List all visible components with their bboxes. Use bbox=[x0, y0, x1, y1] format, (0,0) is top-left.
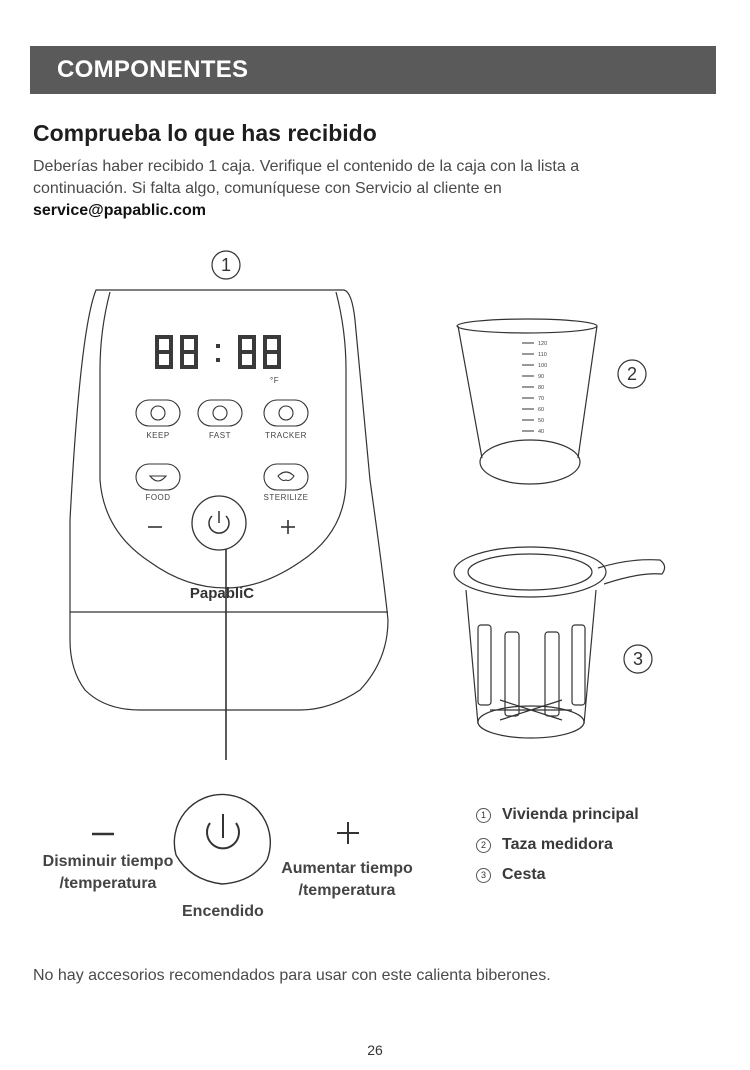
tracker-label: TRACKER bbox=[265, 431, 307, 440]
decrease-line-2: /temperatura bbox=[59, 875, 157, 892]
intro-line-1: Deberías haber recibido 1 caja. Verifiqu… bbox=[33, 158, 580, 175]
page-number: 26 bbox=[367, 1042, 383, 1058]
legend-item: 1 Vivienda principal bbox=[476, 800, 639, 830]
scale-mark: 120 bbox=[538, 341, 547, 347]
components-legend: 1 Vivienda principal 2 Taza medidora 3 C… bbox=[476, 800, 639, 890]
page-heading: Comprueba lo que has recibido bbox=[33, 120, 377, 146]
sterilize-label: STERILIZE bbox=[264, 493, 309, 502]
thermometer-icon bbox=[150, 405, 166, 421]
intro-text: Deberías haber recibido 1 caja. Verifiqu… bbox=[33, 156, 713, 222]
food-button[interactable] bbox=[135, 463, 181, 491]
power-icon[interactable] bbox=[206, 822, 240, 850]
device-power-icon bbox=[208, 515, 230, 534]
support-email[interactable]: service@papablic.com bbox=[33, 202, 207, 219]
legend-number: 3 bbox=[476, 867, 491, 883]
brand-logo: PapabliC bbox=[190, 585, 254, 602]
device-plus-icon[interactable] bbox=[281, 520, 295, 534]
sterilize-button[interactable] bbox=[263, 463, 309, 491]
measuring-cup bbox=[456, 318, 598, 485]
callout-3-circle bbox=[623, 644, 653, 674]
cup-scale bbox=[522, 342, 534, 432]
banner-title: COMPONENTES bbox=[57, 56, 249, 83]
steam-cloud-icon bbox=[277, 471, 295, 482]
legend-number: 2 bbox=[476, 837, 491, 853]
callout-1-number: 1 bbox=[221, 255, 231, 275]
scale-mark: 110 bbox=[538, 352, 547, 358]
plus-icon[interactable] bbox=[337, 822, 359, 844]
decrease-line-1: Disminuir tiempo bbox=[42, 853, 174, 870]
increase-label: Aumentar tiempo /temperatura bbox=[272, 858, 422, 902]
callout-2-circle bbox=[617, 359, 647, 389]
scale-mark: 90 bbox=[538, 374, 544, 380]
callout-3-number: 3 bbox=[633, 649, 643, 669]
fast-button[interactable] bbox=[197, 399, 243, 427]
legend-label: Cesta bbox=[502, 866, 546, 883]
display-unit: °F bbox=[270, 376, 279, 385]
section-banner: COMPONENTES bbox=[30, 46, 716, 94]
bottle-icon bbox=[278, 405, 294, 421]
legend-label: Vivienda principal bbox=[502, 806, 639, 823]
callout-1-circle bbox=[211, 250, 241, 280]
legend-label: Taza medidora bbox=[502, 836, 613, 853]
legend-item: 2 Taza medidora bbox=[476, 830, 639, 860]
scale-mark: 40 bbox=[538, 429, 544, 435]
basket bbox=[453, 546, 666, 739]
scale-mark: 80 bbox=[538, 385, 544, 391]
legend-number: 1 bbox=[476, 807, 491, 823]
fast-label: FAST bbox=[209, 431, 231, 440]
increase-line-1: Aumentar tiempo bbox=[281, 860, 413, 877]
power-button-zoom-outline bbox=[173, 793, 272, 861]
increase-line-2: /temperatura bbox=[298, 882, 396, 899]
keep-button[interactable] bbox=[135, 399, 181, 427]
food-label: FOOD bbox=[145, 493, 170, 502]
legend-item: 3 Cesta bbox=[476, 860, 639, 890]
scale-mark: 70 bbox=[538, 396, 544, 402]
power-label: Encendido bbox=[182, 903, 264, 920]
accessories-note: No hay accesorios recomendados para usar… bbox=[33, 967, 551, 984]
scale-mark: 60 bbox=[538, 407, 544, 413]
fast-heat-icon bbox=[212, 405, 228, 421]
scale-mark: 100 bbox=[538, 363, 547, 369]
decrease-label: Disminuir tiempo /temperatura bbox=[33, 851, 183, 895]
scale-mark: 50 bbox=[538, 418, 544, 424]
digital-display bbox=[155, 335, 281, 369]
bowl-icon bbox=[148, 475, 168, 482]
tracker-button[interactable] bbox=[263, 399, 309, 427]
keep-label: KEEP bbox=[146, 431, 169, 440]
callout-2-number: 2 bbox=[627, 364, 637, 384]
intro-line-2: continuación. Si falta algo, comuníquese… bbox=[33, 180, 502, 197]
main-housing bbox=[69, 289, 389, 760]
